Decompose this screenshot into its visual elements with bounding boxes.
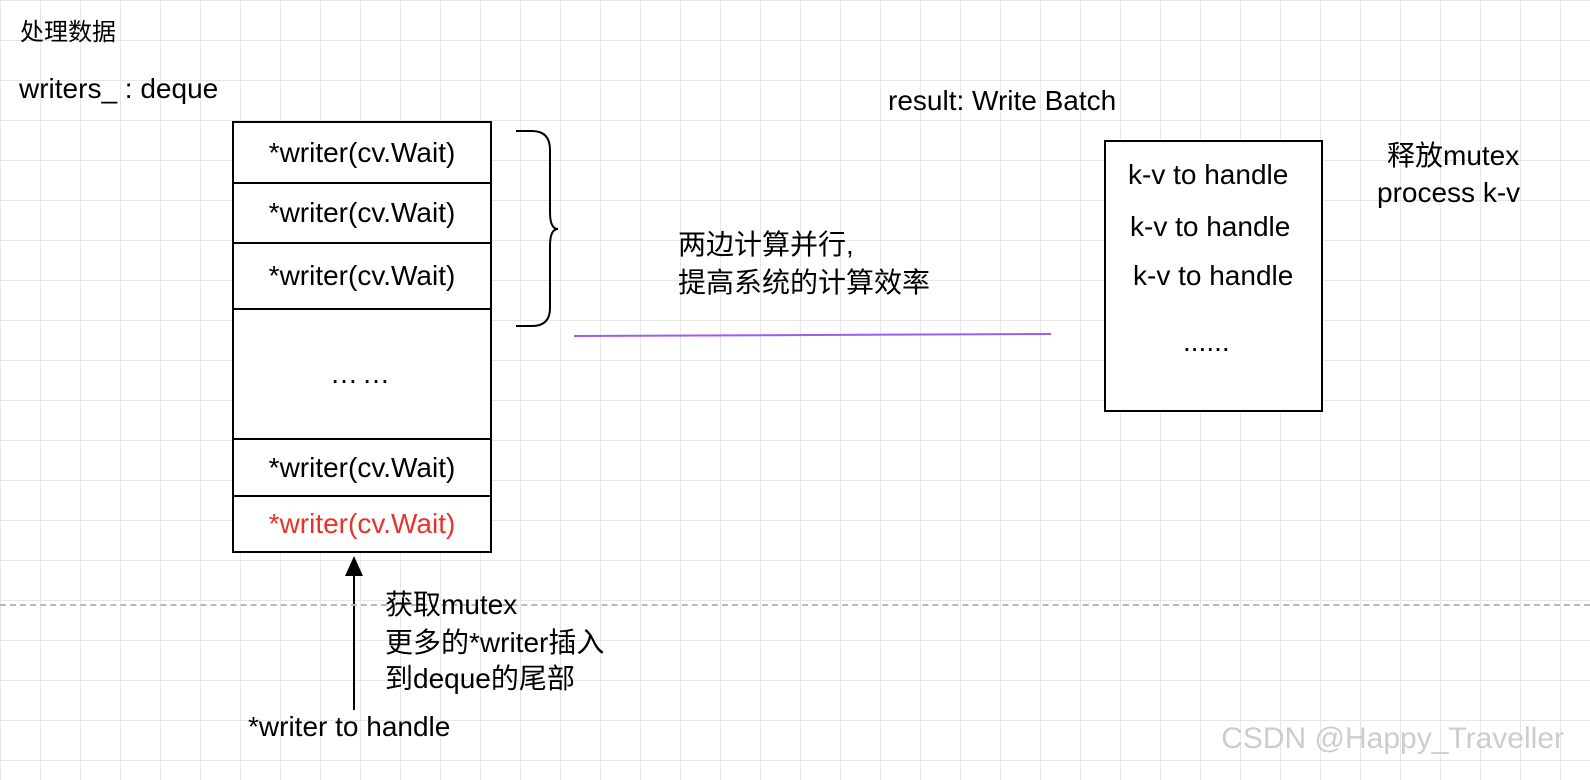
deque-cell: *writer(cv.Wait) (268, 137, 456, 168)
deque-tail-cell: *writer(cv.Wait) (268, 508, 456, 539)
watermark: CSDN @Happy_Traveller (1221, 722, 1564, 755)
cell-separator (234, 308, 490, 310)
batch-ellipsis: ...... (1183, 326, 1230, 357)
cell-separator (234, 182, 490, 184)
parallel-note-line1: 两边计算并行, (678, 229, 854, 260)
parallel-note-line2: 提高系统的计算效率 (678, 267, 931, 298)
cell-separator (234, 242, 490, 244)
release-note-line1: 释放mutex (1387, 140, 1520, 171)
deque-cell: *writer(cv.Wait) (268, 451, 456, 483)
diagram-title: 处理数据 (20, 19, 116, 46)
writers-deque: *writer(cv.Wait) *writer(cv.Wait) *write… (232, 121, 492, 553)
incoming-writer-label: *writer to handle (248, 711, 451, 742)
acquire-note-line3: 到deque的尾部 (385, 663, 575, 694)
right-brace (516, 130, 559, 327)
batch-item: k-v to handle (1128, 159, 1289, 190)
deque-cell: *writer(cv.Wait) (268, 197, 456, 228)
acquire-note-line2: 更多的*writer插入 (385, 627, 605, 658)
result-label: result: Write Batch (888, 85, 1117, 116)
deque-cell: *writer(cv.Wait) (268, 260, 456, 291)
insert-arrow-head (345, 556, 363, 576)
batch-item: k-v to handle (1133, 260, 1294, 291)
deque-label: writers_ : deque (19, 73, 219, 104)
write-batch-box: k-v to handle k-v to handle k-v to handl… (1104, 140, 1323, 412)
dashed-divider (0, 604, 1590, 606)
release-note-line2: process k-v (1377, 177, 1521, 208)
deque-ellipsis: …… (330, 358, 394, 389)
batch-item: k-v to handle (1130, 211, 1291, 242)
cell-separator (234, 438, 490, 440)
acquire-note-line1: 获取mutex (385, 589, 518, 620)
parallel-connector-line (573, 333, 1052, 337)
cell-separator (234, 495, 490, 497)
